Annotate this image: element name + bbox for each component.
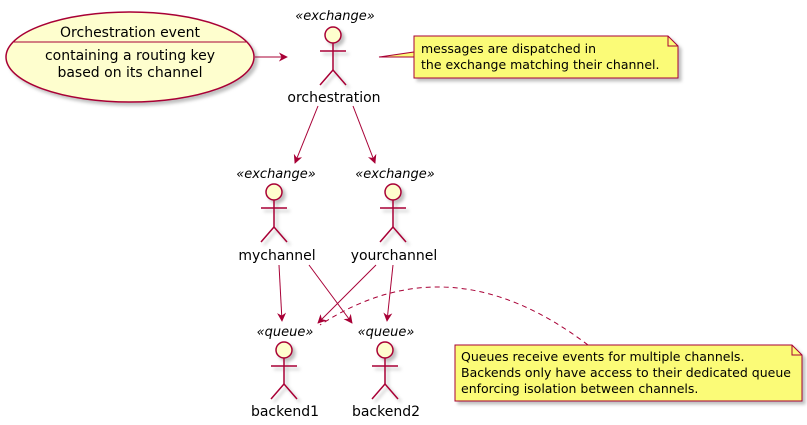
backend2-actor-icon — [371, 341, 399, 400]
note-dispatch-line-1: messages are dispatched in — [421, 41, 596, 56]
note-isolation-line-1: Queues receive events for multiple chann… — [461, 349, 744, 364]
orchestration-to-yourchannel-arrow — [352, 105, 377, 164]
yourchannel-to-backend1-arrow — [317, 264, 377, 324]
orchestration-actor-icon — [319, 26, 347, 86]
actor-mychannel: «exchange» mychannel — [236, 167, 316, 264]
yourchannel-to-backend2-arrow — [383, 264, 394, 322]
actor-backend2: «queue» backend2 — [352, 325, 420, 420]
yourchannel-stereotype: «exchange» — [355, 167, 435, 182]
orchestration-stereotype: «exchange» — [295, 9, 375, 24]
usecase-line-2: based on its channel — [57, 65, 202, 81]
mychannel-stereotype: «exchange» — [236, 167, 316, 182]
mychannel-to-backend1-arrow — [277, 264, 287, 322]
note-isolation: Queues receive events for multiple chann… — [454, 344, 803, 402]
note-dispatch: messages are dispatched in the exchange … — [413, 35, 679, 79]
actor-yourchannel: «exchange» yourchannel — [351, 167, 438, 264]
orchestration-event-usecase: Orchestration event containing a routing… — [5, 11, 255, 103]
actor-backend1: «queue» backend1 — [251, 325, 319, 420]
orchestration-label: orchestration — [287, 90, 380, 106]
mychannel-to-backend2-arrow — [308, 264, 353, 324]
backend1-label: backend1 — [251, 404, 319, 420]
backend1-stereotype: «queue» — [257, 325, 314, 340]
usecase-title: Orchestration event — [60, 25, 200, 41]
top-note-connector — [378, 51, 415, 58]
backend1-actor-icon — [270, 341, 298, 400]
actor-orchestration: «exchange» orchestration — [287, 9, 380, 106]
orchestration-to-mychannel-arrow — [293, 105, 319, 164]
backend2-label: backend2 — [352, 404, 420, 420]
usecase-line-1: containing a routing key — [45, 48, 215, 64]
mychannel-label: mychannel — [238, 248, 315, 264]
backend2-stereotype: «queue» — [358, 325, 415, 340]
yourchannel-label: yourchannel — [351, 248, 438, 264]
yourchannel-actor-icon — [379, 183, 407, 243]
note-isolation-line-3: enforcing isolation between channels. — [461, 381, 698, 396]
note-isolation-line-2: Backends only have access to their dedic… — [461, 365, 791, 380]
mychannel-actor-icon — [260, 183, 288, 243]
note-dispatch-line-2: the exchange matching their channel. — [421, 57, 659, 72]
